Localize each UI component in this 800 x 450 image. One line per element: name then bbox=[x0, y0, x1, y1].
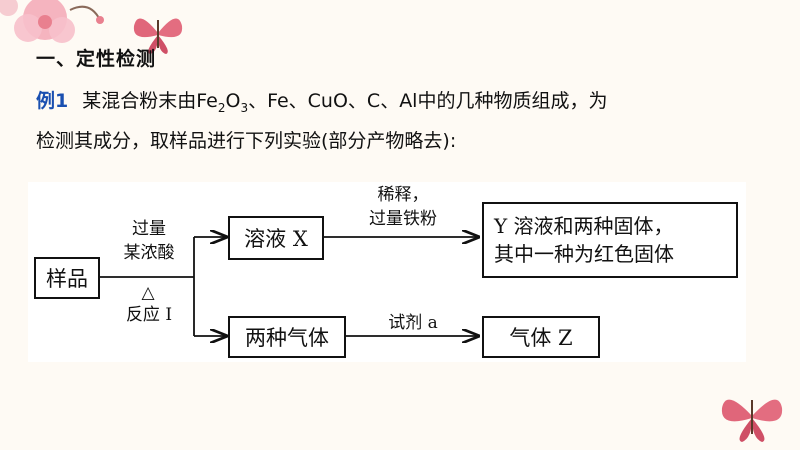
section-heading: 一、定性检测 bbox=[36, 48, 157, 70]
problem-text-prefix: 某混合粉末由Fe bbox=[82, 90, 218, 112]
problem-line-2: 检测其成分，取样品进行下列实验(部分产物略去): bbox=[36, 130, 457, 152]
problem-text-suffix: 、Fe、CuO、C、Al中的几种物质组成，为 bbox=[248, 90, 608, 112]
flow-diagram: 样品 过量 某浓酸 △ 反应 I 溶液 X 两种气体 稀释， 过量铁粉 试剂 a… bbox=[28, 182, 746, 362]
sample-box: 样品 bbox=[34, 257, 100, 299]
subscript-2: 2 bbox=[217, 100, 226, 115]
flower-icon bbox=[0, 0, 110, 60]
solution-x-box: 溶液 X bbox=[228, 216, 324, 260]
subscript-3: 3 bbox=[240, 100, 249, 115]
gas-z-box: 气体 Z bbox=[482, 316, 600, 358]
flow-arrows bbox=[98, 182, 746, 362]
y-solution-box: Y 溶液和两种固体， 其中一种为红色固体 bbox=[482, 202, 738, 278]
condition-acid: 某浓酸 bbox=[123, 243, 175, 263]
condition-iron-powder: 过量铁粉 bbox=[369, 209, 437, 229]
condition-reagent-a: 试剂 a bbox=[388, 313, 438, 333]
problem-line-1: 例1 某混合粉末由Fe2O3、Fe、CuO、C、Al中的几种物质组成，为 bbox=[36, 86, 607, 115]
oxygen-symbol: O bbox=[225, 90, 241, 112]
condition-reaction: 反应 I bbox=[125, 305, 173, 325]
butterfly-icon bbox=[712, 384, 790, 444]
y-solution-line-1: Y 溶液和两种固体， bbox=[494, 214, 674, 238]
butterfly-icon bbox=[128, 8, 188, 58]
condition-heat: △ bbox=[141, 283, 155, 303]
condition-excess: 过量 bbox=[132, 219, 166, 239]
condition-dilute: 稀释， bbox=[377, 185, 429, 205]
example-label: 例1 bbox=[36, 90, 69, 112]
y-solution-line-2: 其中一种为红色固体 bbox=[494, 242, 674, 266]
two-gases-box: 两种气体 bbox=[228, 316, 346, 358]
